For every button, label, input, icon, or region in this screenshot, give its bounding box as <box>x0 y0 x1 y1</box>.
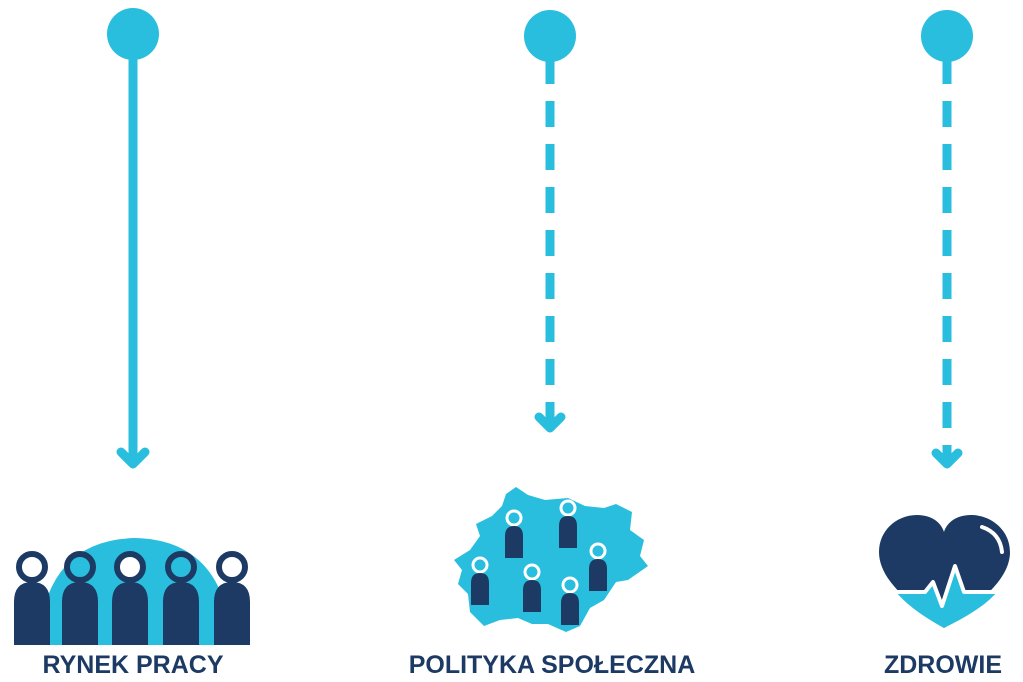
person-figure <box>112 551 148 645</box>
connector-rynek-pracy <box>107 8 159 469</box>
person-figure <box>14 551 50 645</box>
connector-zdrowie <box>921 10 973 469</box>
start-node <box>107 8 159 60</box>
person-pin <box>589 542 607 591</box>
start-node <box>921 10 973 62</box>
label-polityka-spoleczna: POLITYKA SPOŁECZNA <box>408 651 696 679</box>
person-pin <box>505 509 523 558</box>
person-figure <box>214 551 250 645</box>
person-pin <box>471 556 489 605</box>
person-pin <box>523 563 541 612</box>
label-zdrowie: ZDROWIE <box>883 651 1003 679</box>
heart-highlight <box>980 525 1004 554</box>
region-shape <box>454 487 648 632</box>
person-pin <box>559 499 577 548</box>
arrow-head <box>931 448 963 469</box>
person-figure <box>163 551 199 645</box>
pulse-line <box>888 564 1004 608</box>
start-node <box>524 10 576 62</box>
heart-pulse-icon <box>879 515 1010 628</box>
connector-polityka-spoleczna <box>524 10 576 433</box>
people-group-icon <box>14 538 250 645</box>
person-pin <box>561 576 579 625</box>
region-map-people-icon <box>454 487 648 632</box>
arrow-head <box>534 412 566 433</box>
person-figure <box>62 551 98 645</box>
label-rynek-pracy: RYNEK PRACY <box>42 651 224 679</box>
arrow-head <box>116 447 150 469</box>
